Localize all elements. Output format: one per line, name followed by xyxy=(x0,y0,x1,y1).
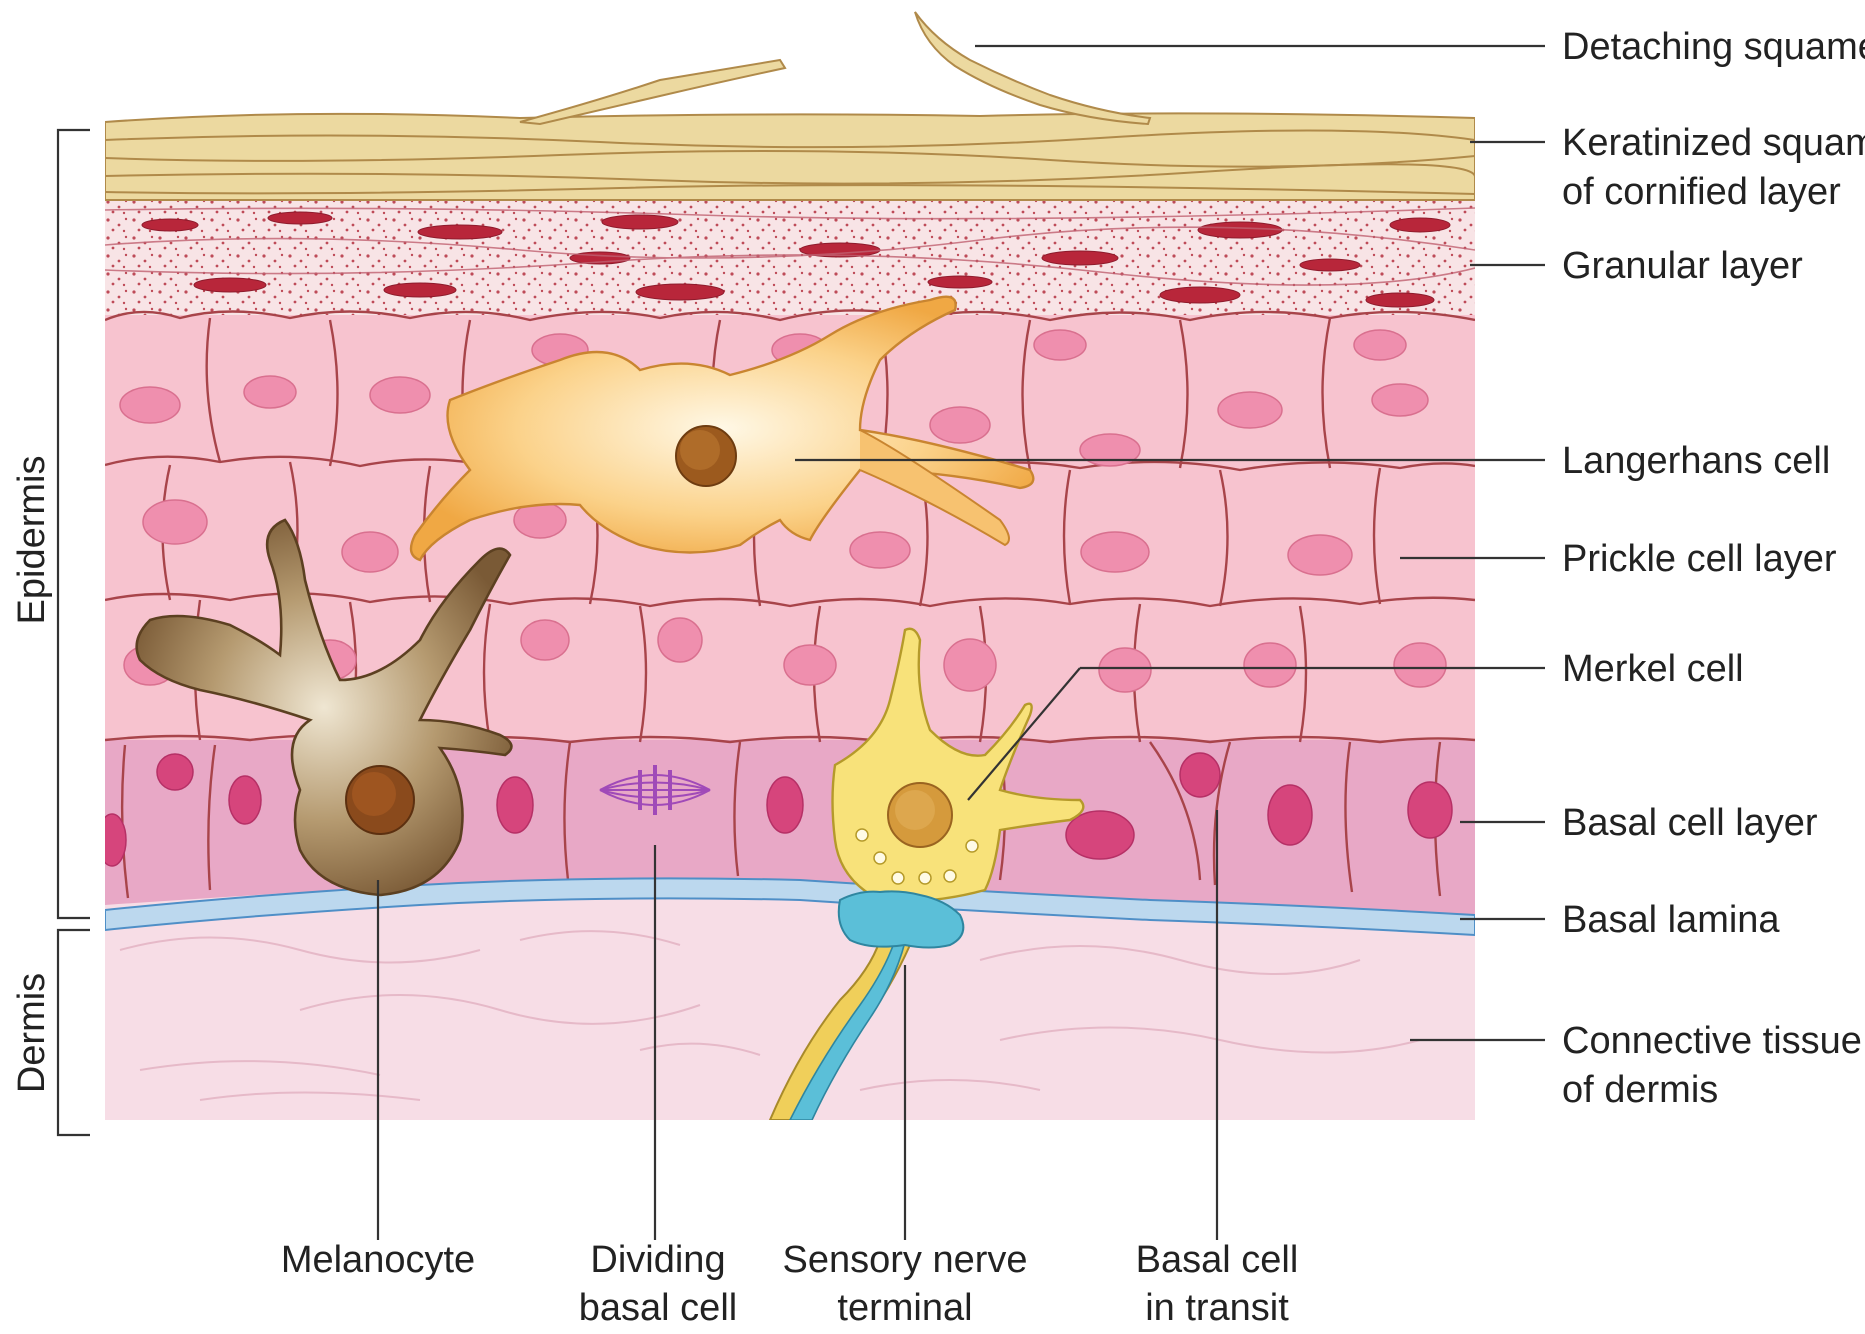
label-prickle-cell-layer: Prickle cell layer xyxy=(1562,538,1837,580)
label-keratinized-line1: Keratinized squame xyxy=(1562,122,1865,164)
label-langerhans-cell: Langerhans cell xyxy=(1562,440,1830,482)
cornified-layer xyxy=(105,113,1475,200)
epidermis-label: Epidermis xyxy=(11,456,53,625)
detaching-squames xyxy=(520,12,1150,124)
label-detaching-squame: Detaching squame xyxy=(1562,26,1865,68)
label-merkel-cell: Merkel cell xyxy=(1562,648,1744,690)
label-basal-cell-layer: Basal cell layer xyxy=(1562,802,1818,844)
dermis-bracket: Dermis xyxy=(11,930,90,1135)
label-sensory-line2: terminal xyxy=(837,1287,972,1329)
label-transit-line1: Basal cell xyxy=(1136,1239,1299,1281)
label-granular-layer: Granular layer xyxy=(1562,245,1803,287)
label-connective-line1: Connective tissue xyxy=(1562,1020,1862,1062)
epidermis-bracket: Epidermis xyxy=(11,130,90,918)
dermis-label: Dermis xyxy=(11,973,53,1093)
label-dividing-line1: Dividing xyxy=(590,1239,725,1281)
label-keratinized-line2: of cornified layer xyxy=(1562,171,1841,213)
right-labels: Detaching squame Keratinized squame of c… xyxy=(1562,26,1865,1111)
bottom-labels: Melanocyte Dividing basal cell Sensory n… xyxy=(281,1239,1298,1329)
label-basal-lamina: Basal lamina xyxy=(1562,899,1780,941)
label-transit-line2: in transit xyxy=(1145,1287,1289,1329)
label-dividing-line2: basal cell xyxy=(579,1287,737,1329)
label-connective-line2: of dermis xyxy=(1562,1069,1718,1111)
tissue-block xyxy=(98,113,1475,1120)
label-melanocyte: Melanocyte xyxy=(281,1239,475,1281)
label-sensory-line1: Sensory nerve xyxy=(782,1239,1027,1281)
